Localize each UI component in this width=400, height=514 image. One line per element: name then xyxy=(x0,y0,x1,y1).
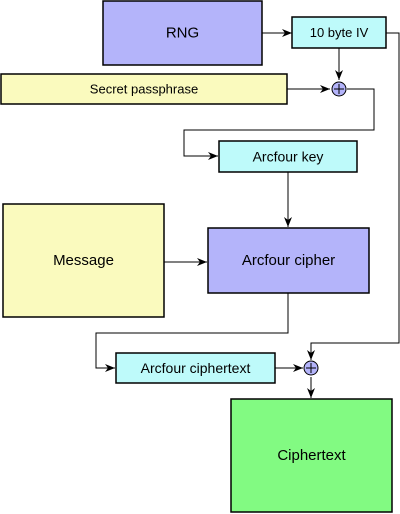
key-label: Arcfour key xyxy=(253,149,324,165)
ciphertext-intermediate-label: Arcfour ciphertext xyxy=(141,360,251,376)
xor-output-plus xyxy=(306,363,316,373)
xor-output-icon xyxy=(303,360,319,376)
rng-box: RNG xyxy=(102,0,263,66)
arrow-xor-to-key xyxy=(183,88,375,160)
rng-rect xyxy=(102,0,263,66)
rng-label: RNG xyxy=(166,25,199,42)
cipher-box: Arcfour cipher xyxy=(207,227,370,294)
iv-box: 10 byte IV xyxy=(291,16,387,49)
ciphertext-intermediate-box: Arcfour ciphertext xyxy=(115,352,276,384)
arrow-cipher-to-ciphertext-intermediate xyxy=(95,293,289,372)
key-rect xyxy=(218,140,358,173)
cipher-label: Arcfour cipher xyxy=(242,252,335,269)
ciphertext-label: Ciphertext xyxy=(277,447,346,464)
iv-label: 10 byte IV xyxy=(310,25,369,40)
ciphertext-intermediate-rect xyxy=(115,352,276,384)
xor-key-plus xyxy=(334,84,344,94)
key-box: Arcfour key xyxy=(218,140,358,173)
message-rect xyxy=(2,203,165,318)
passphrase-label: Secret passphrase xyxy=(90,82,198,97)
arrow-iv-to-output-xor xyxy=(307,32,400,360)
passphrase-rect xyxy=(0,73,288,105)
iv-rect xyxy=(291,16,387,49)
passphrase-box: Secret passphrase xyxy=(0,73,288,105)
cipher-rect xyxy=(207,227,370,294)
ciphertext-rect xyxy=(230,398,393,513)
message-label: Message xyxy=(53,252,114,269)
message-box: Message xyxy=(2,203,165,318)
ciphertext-box: Ciphertext xyxy=(230,398,393,513)
xor-key-icon xyxy=(331,81,347,97)
